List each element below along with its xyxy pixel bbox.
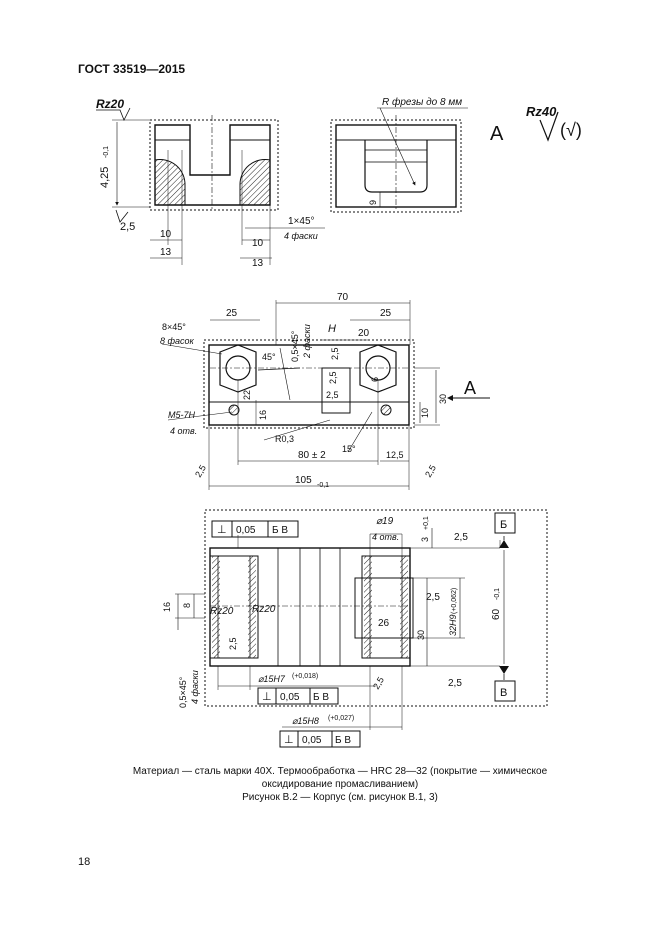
- dim-2-5-c: 2,5: [326, 390, 339, 400]
- tolerance-frame-bottom: [279, 730, 361, 748]
- chamfer-8-note: 8 фасок: [160, 336, 195, 346]
- roughness-check-icon: [539, 111, 559, 142]
- dim-4-25: 4,25: [99, 167, 111, 188]
- standard-header: ГОСТ 33519—2015: [78, 62, 186, 76]
- chamfer-05x45: 0,5×45°: [290, 330, 300, 362]
- dim-8: 8: [182, 603, 192, 608]
- dim-25-left: 25: [226, 308, 238, 319]
- angle-45: 45°: [262, 352, 276, 362]
- chamfer-note-4: 4 фаски: [284, 231, 318, 241]
- section-label-a: A: [490, 123, 504, 145]
- page-number: 18: [78, 856, 91, 868]
- tolerance-frame-top: [211, 520, 299, 538]
- dim-105-tol: -0,1: [317, 482, 329, 489]
- roughness-tail: (√): [560, 120, 582, 140]
- dim-2-5-a: 2,5: [330, 347, 340, 360]
- rough-2-5-d: 2,5: [371, 675, 386, 691]
- tol-value-bottom: 0,05: [302, 735, 322, 746]
- dia-15h8: ⌀15H8: [292, 716, 319, 726]
- dim-105: 105: [295, 475, 312, 486]
- rough-2-5-b: 2,5: [426, 592, 440, 603]
- dia-15h7-tol: (+0,018): [292, 673, 318, 680]
- dim-10-right: 10: [252, 238, 264, 249]
- dim-70: 70: [337, 292, 349, 303]
- dia-15h8-tol: (+0,027): [328, 715, 354, 722]
- thread-note: 4 отв.: [170, 426, 197, 436]
- top-left-view: [96, 107, 325, 265]
- roughness-rz40: Rz40: [526, 104, 557, 119]
- dim-2-5-top: 2,5: [120, 221, 135, 233]
- rough-2-5-a: 2,5: [454, 532, 468, 543]
- chamfer-bottom: 0,5×45°: [178, 676, 188, 708]
- rz20-mid: Rz20: [252, 604, 276, 615]
- dim-20: 20: [358, 328, 370, 339]
- perpendicular-icon-top: ⊥: [217, 524, 227, 536]
- tolerance-frame-mid: [257, 687, 339, 705]
- perpendicular-icon-mid: ⊥: [262, 691, 272, 703]
- rz20-left: Rz20: [210, 606, 234, 617]
- dim-32h9: 32H9: [448, 614, 458, 636]
- dim-10: 10: [420, 408, 430, 418]
- mill-note: R фрезы до 8 мм: [382, 96, 462, 108]
- dim-26: 26: [378, 618, 390, 629]
- datum-box-b: [494, 512, 516, 534]
- dim-10-left: 10: [160, 229, 172, 240]
- dim-H: H: [328, 323, 336, 335]
- dim-25-right: 25: [380, 308, 392, 319]
- dim-16: 16: [258, 410, 268, 420]
- dim-12-5: 12,5: [386, 450, 404, 460]
- rough-left-2-5: 2,5: [193, 463, 208, 479]
- radius-r0-3: R0,3: [275, 434, 294, 444]
- dim-80: 80 ± 2: [298, 450, 326, 461]
- dim-13-left: 13: [160, 247, 172, 258]
- roughness-rz20-top: Rz20: [96, 97, 124, 111]
- chamfer-bottom-note: 4 фаски: [190, 670, 200, 704]
- dim-30-bottom: 30: [416, 630, 426, 640]
- dim-2-5-bottom: 2,5: [228, 637, 238, 650]
- dim-9: 9: [368, 200, 378, 205]
- thread-m5: M5-7H: [168, 410, 196, 420]
- tol-datum-mid: Б В: [313, 692, 329, 703]
- dia-19: ⌀19: [376, 516, 394, 527]
- tol-value-mid: 0,05: [280, 692, 300, 703]
- rough-2-5-c: 2,5: [448, 678, 462, 689]
- dia-19-note: 4 отв.: [372, 532, 399, 542]
- dia-15h7: ⌀15H7: [258, 674, 286, 684]
- angle-15: 15°: [342, 444, 356, 454]
- datum-b: Б: [500, 519, 507, 531]
- dim-22: 22: [242, 390, 252, 400]
- chamfer-05-note: 2 фаски: [302, 324, 312, 359]
- tol-value-top: 0,05: [236, 525, 256, 536]
- dim-3: 3: [420, 537, 430, 542]
- dim-60: 60: [491, 608, 502, 620]
- dim-6: 6: [370, 377, 380, 382]
- dim-2-5-b: 2,5: [328, 371, 338, 384]
- middle-view: [161, 300, 490, 490]
- view-a-label: A: [464, 378, 476, 398]
- tol-datum-top: Б В: [272, 525, 288, 536]
- bottom-view: [175, 509, 548, 730]
- dim-60-tol: -0,1: [494, 588, 501, 600]
- dim-32h9-tol: (+0,062): [451, 588, 458, 614]
- dim-30: 30: [438, 394, 448, 404]
- perpendicular-icon-bottom: ⊥: [284, 734, 294, 746]
- rough-right-2-5: 2,5: [423, 463, 438, 479]
- material-caption: Материал — сталь марки 40Х. Термообработ…: [132, 766, 548, 790]
- datum-v: В: [500, 687, 507, 699]
- dim-16-bottom: 16: [162, 602, 172, 612]
- dim-3-tol: +0,1: [423, 516, 430, 530]
- dim-13-right: 13: [252, 258, 264, 269]
- tol-datum-bottom: Б В: [335, 735, 351, 746]
- top-right-view: [330, 107, 468, 213]
- figure-caption: Рисунок В.2 — Корпус (см. рисунок В.1, 3…: [242, 792, 438, 803]
- chamfer-8x45: 8×45°: [162, 322, 186, 332]
- chamfer-1x45: 1×45°: [288, 216, 315, 227]
- dim-4-25-tol: -0,1: [103, 146, 110, 158]
- datum-box-v: [494, 680, 516, 702]
